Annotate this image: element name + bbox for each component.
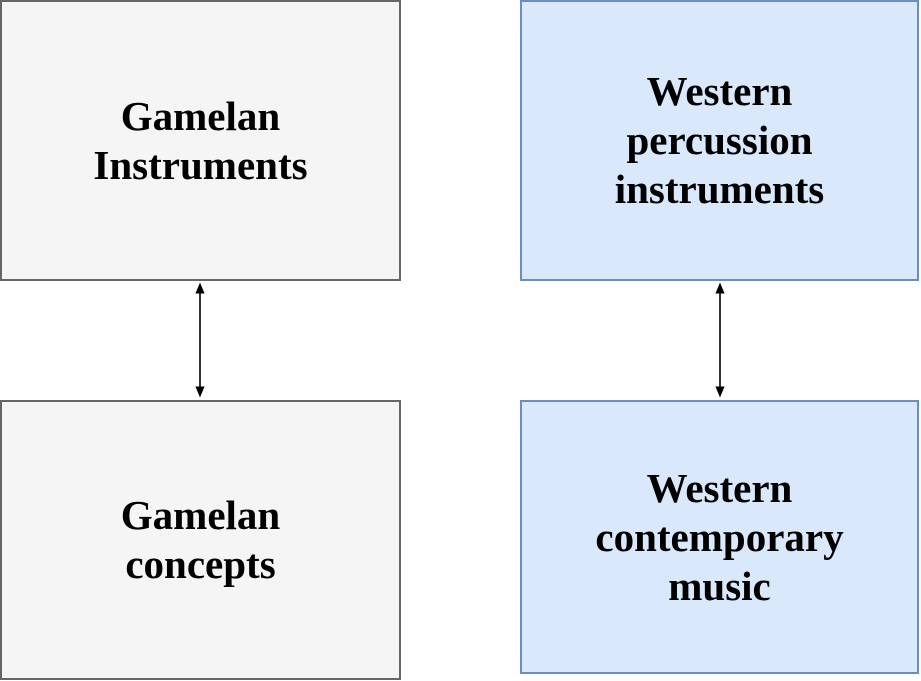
label-line: concepts [125,541,276,587]
connector-western-double-arrow [715,282,725,398]
label-line: Gamelan [120,92,281,139]
label-line: Western [646,464,793,511]
connector-gamelan-double-arrow [195,282,205,398]
label-line: Western [646,68,793,114]
node-label: Gamelan concepts [121,491,280,589]
label-line: instruments [614,166,825,212]
label-line: Instruments [93,141,308,188]
node-label: Gamelan Instruments [93,92,307,190]
arrowhead-down-icon [715,386,725,398]
node-label: Western contemporary music [595,464,843,611]
node-gamelan-instruments: Gamelan Instruments [0,0,401,281]
node-label: Western percussion instruments [615,67,825,214]
node-western-percussion-instruments: Western percussion instruments [520,0,919,281]
label-line: contemporary [595,513,844,560]
label-line: Gamelan [120,492,281,538]
label-line: music [668,562,771,609]
node-western-contemporary-music: Western contemporary music [520,400,919,674]
arrowhead-up-icon [715,282,725,294]
arrowhead-up-icon [195,282,205,294]
arrowhead-down-icon [195,386,205,398]
label-line: percussion [626,117,813,163]
node-gamelan-concepts: Gamelan concepts [0,400,401,680]
